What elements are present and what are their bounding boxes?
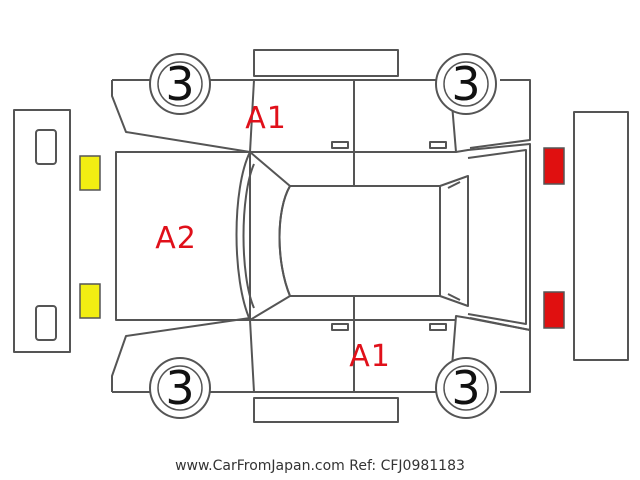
- vehicle-condition-diagram: 3 3 3 3 A2 A1 A1: [13, 49, 629, 423]
- rear-window: [439, 175, 469, 307]
- reference-footer: www.CarFromJapan.com Ref: CFJ0981183: [175, 458, 465, 474]
- rear-bumper: [573, 111, 629, 361]
- wheel-rear-left: 3: [435, 53, 497, 115]
- damage-mark-hood: A2: [155, 221, 197, 256]
- wheel-front-left-grade: 3: [165, 57, 194, 111]
- damage-mark-right-doors: A1: [349, 339, 391, 374]
- wheel-rear-right-grade: 3: [451, 361, 480, 415]
- wheel-front-left: 3: [149, 53, 211, 115]
- trunk: [467, 149, 527, 325]
- wheel-rear-left-grade: 3: [451, 57, 480, 111]
- wheel-front-right: 3: [149, 357, 211, 419]
- damage-mark-left-doors: A1: [245, 101, 287, 136]
- headlight-upper: [79, 155, 101, 191]
- windshield: [235, 151, 291, 321]
- headlight-lower: [79, 283, 101, 319]
- wheel-rear-right: 3: [435, 357, 497, 419]
- wheel-front-right-grade: 3: [165, 361, 194, 415]
- taillight-lower: [543, 291, 565, 329]
- taillight-upper: [543, 147, 565, 185]
- hood: [115, 151, 251, 321]
- roof: [278, 185, 441, 297]
- headlights: [79, 155, 101, 319]
- taillights: [543, 147, 565, 329]
- front-bumper: [13, 109, 71, 353]
